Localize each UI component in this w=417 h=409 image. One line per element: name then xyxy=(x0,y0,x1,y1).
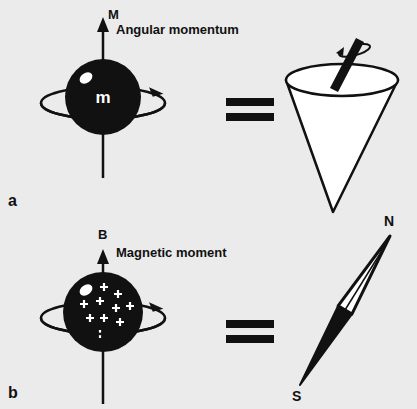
sphere-node: m xyxy=(63,57,143,137)
compass-needle xyxy=(300,306,352,385)
caption-label: Angular momentum xyxy=(116,23,239,37)
letter-label: a xyxy=(8,192,17,210)
compass-needle xyxy=(338,236,390,314)
charged-sphere xyxy=(63,272,143,352)
letter-label: b xyxy=(8,384,18,402)
spinning-top xyxy=(286,80,398,212)
caption-label: Magnetic moment xyxy=(116,246,227,260)
letter-label: S xyxy=(292,389,301,404)
rotation-arrow xyxy=(339,44,370,57)
highlight xyxy=(77,282,94,298)
top-stem xyxy=(334,40,360,90)
compass-needle xyxy=(345,244,386,310)
letter-label: N xyxy=(384,214,394,229)
equals-sign xyxy=(226,98,274,106)
arrow-head xyxy=(97,249,109,264)
equals-sign xyxy=(226,320,274,328)
letter-label: B xyxy=(98,228,107,242)
arrow-head xyxy=(97,17,109,32)
arrow-head xyxy=(336,47,344,56)
equals-sign xyxy=(226,335,274,343)
sphere-label: m xyxy=(95,89,110,106)
letter-label: M xyxy=(108,8,119,22)
equals-sign xyxy=(226,113,274,121)
plus-charges xyxy=(80,283,134,338)
